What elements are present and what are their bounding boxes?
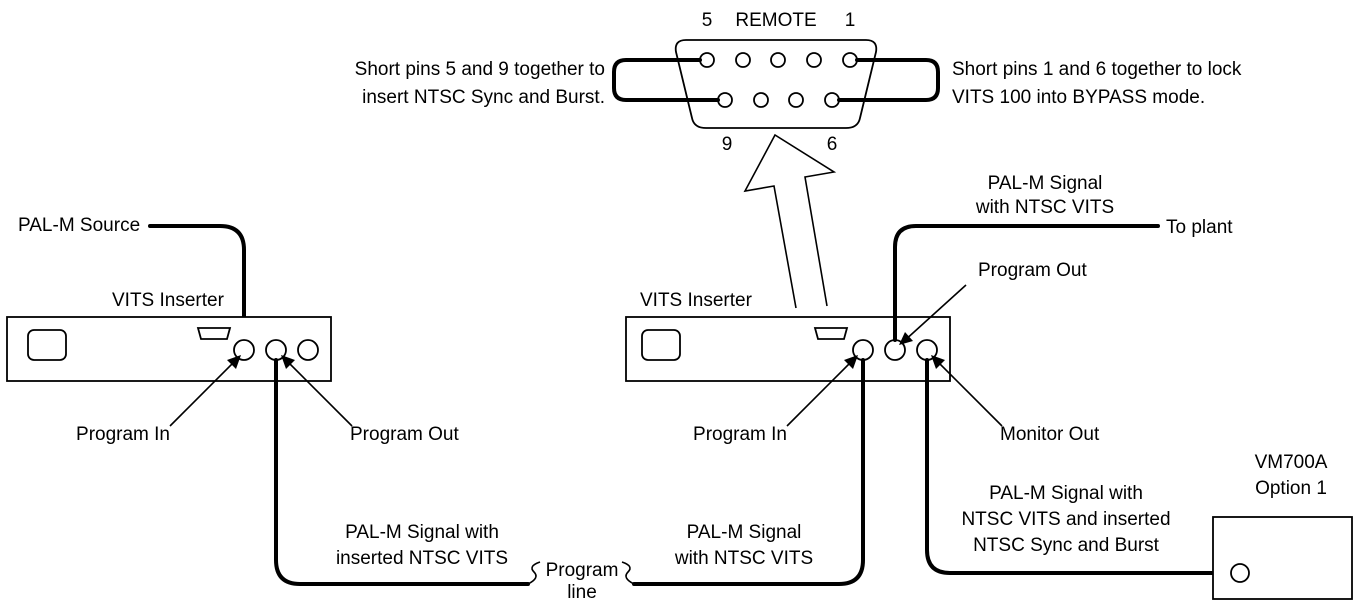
connector-pointer-arrow: [743, 133, 837, 309]
plant-output-cable: [893, 224, 1160, 342]
left-program-out-label: Program Out: [350, 424, 459, 445]
monitor-signal-line-2: NTSC VITS and inserted: [961, 509, 1170, 530]
monitor-signal-line-1: PAL-M Signal with: [989, 483, 1143, 504]
left-remote-port: [196, 327, 232, 340]
right-program-in-arrowhead: [844, 355, 858, 369]
note-left-line-1: Short pins 5 and 9 together to: [355, 59, 605, 80]
pin-6-label: 6: [827, 134, 838, 155]
plant-signal-line-1: PAL-M Signal: [988, 173, 1103, 194]
right-program-out-label: Program Out: [978, 260, 1087, 281]
note-right-line-2: VITS 100 into BYPASS mode.: [952, 87, 1205, 108]
vm700a-monitor: VM700A Option 1: [1212, 452, 1353, 600]
monitor-input-jack: [1230, 563, 1250, 583]
pin-3: [770, 52, 786, 68]
right-program-out-arrowhead: [899, 332, 913, 345]
left-program-out-arrowhead: [281, 355, 295, 369]
source-cable: [148, 224, 246, 346]
to-plant-label: To plant: [1166, 217, 1233, 238]
jumper-1-6: [837, 58, 940, 102]
left-signal-line-2: inserted NTSC VITS: [336, 548, 508, 569]
left-program-in-arrowhead: [227, 355, 241, 369]
pin-5-label: 5: [702, 10, 713, 31]
pin-1: [842, 52, 858, 68]
left-line-break: [527, 561, 541, 585]
right-signal-line-1: PAL-M Signal: [687, 522, 802, 543]
right-monitor-out-arrowhead: [931, 355, 945, 369]
right-signal-line-2: with NTSC VITS: [674, 548, 813, 569]
pin-4: [735, 52, 751, 68]
left-program-in-arrow: [169, 357, 239, 427]
left-source-label: PAL-M Source: [18, 215, 140, 236]
note-right-line-1: Short pins 1 and 6 together to lock: [952, 59, 1242, 80]
left-power-connector: [27, 329, 67, 361]
left-output-cable: [274, 358, 530, 586]
remote-connector: 5 REMOTE 1 9 6 Short pins 5 and 9 togeth…: [355, 10, 1242, 155]
program-line-label-1: Program: [546, 560, 619, 581]
left-inserter-label: VITS Inserter: [112, 290, 225, 311]
right-program-in-label: Program In: [693, 424, 787, 445]
monitor-cable: [925, 358, 1234, 575]
monitor-title-line-2: Option 1: [1255, 478, 1327, 499]
jumper-5-9: [612, 58, 720, 102]
left-monitor-jack: [297, 339, 319, 361]
left-signal-line-1: PAL-M Signal with: [345, 522, 499, 543]
pin-2: [806, 52, 822, 68]
right-input-cable: [632, 358, 865, 586]
right-program-in-arrow: [786, 357, 856, 427]
left-program-in-jack: [233, 339, 255, 361]
monitor-box: [1212, 516, 1353, 600]
pin-5: [699, 52, 715, 68]
right-monitor-out-arrow: [933, 357, 1003, 427]
right-remote-port: [813, 327, 849, 340]
remote-connector-title: REMOTE: [735, 10, 816, 31]
pin-9-label: 9: [722, 134, 733, 155]
note-left-line-2: insert NTSC Sync and Burst.: [362, 87, 605, 108]
monitor-title-line-1: VM700A: [1255, 452, 1328, 473]
pin-9: [717, 92, 733, 108]
pin-8: [753, 92, 769, 108]
pin-6: [824, 92, 840, 108]
left-program-in-label: Program In: [76, 424, 170, 445]
pin-1-label: 1: [845, 10, 856, 31]
program-line-label-2: line: [567, 582, 597, 603]
right-power-connector: [641, 329, 681, 361]
right-inserter-label: VITS Inserter: [640, 290, 753, 311]
pin-7: [788, 92, 804, 108]
right-monitor-out-label: Monitor Out: [1000, 424, 1100, 445]
right-line-break: [621, 561, 635, 585]
right-program-out-arrow: [902, 284, 967, 343]
plant-signal-line-2: with NTSC VITS: [975, 197, 1114, 218]
monitor-signal-line-3: NTSC Sync and Burst: [973, 535, 1160, 556]
left-vits-inserter: PAL-M Source VITS Inserter Program In Pr…: [6, 215, 459, 445]
left-program-out-arrow: [283, 357, 353, 427]
